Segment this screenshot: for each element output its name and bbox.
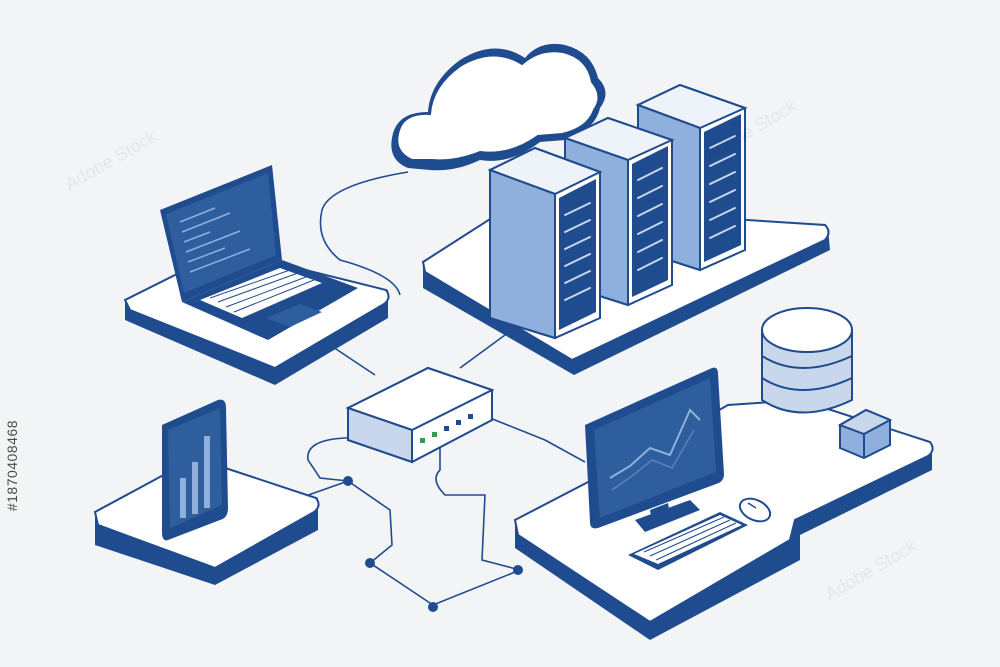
database-icon (762, 308, 852, 413)
watermark-id: #1870408468 (4, 420, 20, 511)
smartphone-icon (162, 400, 228, 541)
router-icon (348, 368, 492, 462)
